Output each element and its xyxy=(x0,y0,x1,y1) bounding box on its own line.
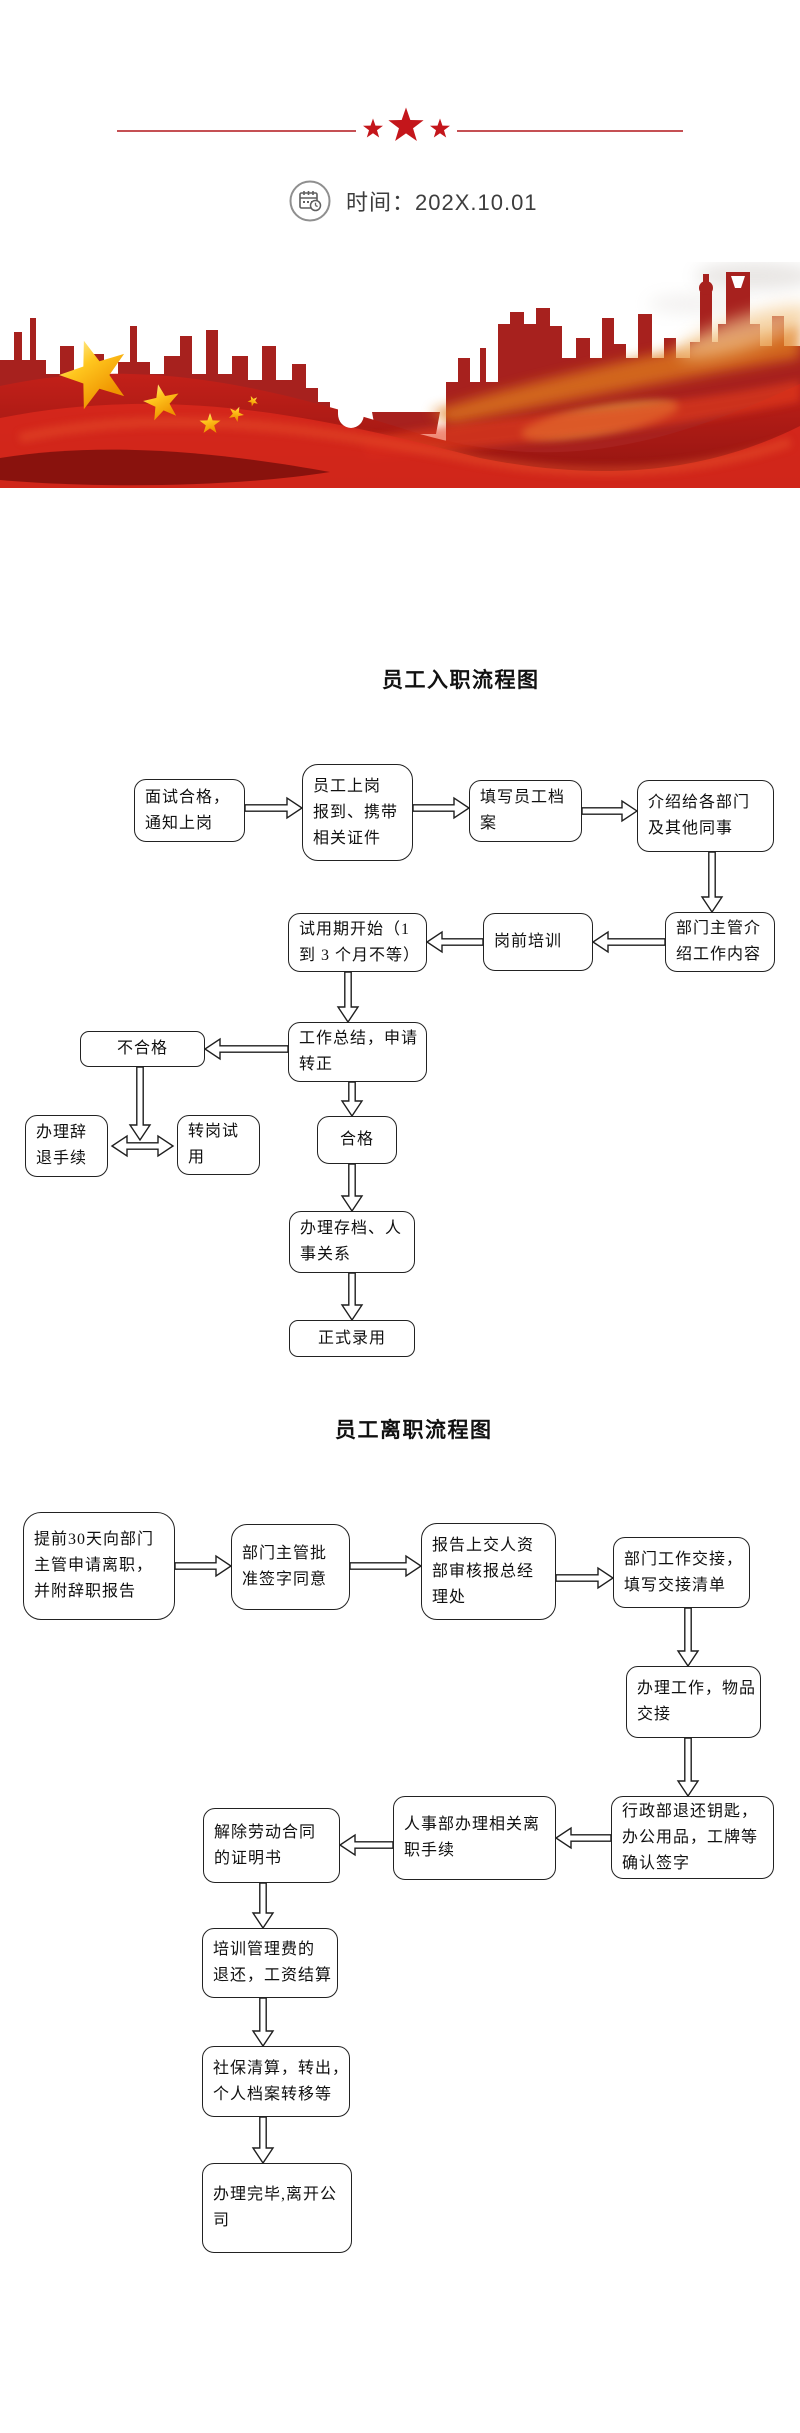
star-icon xyxy=(363,118,383,138)
box-unqualified: 不合格 xyxy=(80,1031,205,1067)
box-work-handover: 部门工作交接， 填写交接清单 xyxy=(613,1537,750,1608)
flow-arrow xyxy=(581,799,639,823)
box-admin-return: 行政部退还钥匙， 办公用品，工牌等 确认签字 xyxy=(611,1796,774,1879)
box-hr-leave-procedure: 人事部办理相关离 职手续 xyxy=(393,1796,556,1880)
date-row: 时间：202X.10.01 xyxy=(288,179,538,223)
header-divider xyxy=(117,107,683,141)
box-apply-30days: 提前30天向部门 主管申请离职， 并附辞职报告 xyxy=(23,1512,175,1620)
flow-arrow xyxy=(425,930,484,954)
box-contract-termination-cert: 解除劳动合同 的证明书 xyxy=(203,1808,340,1883)
box-leave-company: 办理完毕,离开公 司 xyxy=(202,2163,352,2253)
flow-arrow xyxy=(340,1272,364,1322)
flow-arrow xyxy=(174,1554,233,1578)
flow-arrow xyxy=(340,1081,364,1118)
star-icon xyxy=(388,107,424,141)
flow-arrow-double xyxy=(110,1134,175,1158)
flow-arrow xyxy=(700,851,724,914)
flow-arrow xyxy=(251,1997,275,2048)
box-archive-relations: 办理存档、人 事关系 xyxy=(289,1211,415,1273)
box-formal-hire: 正式录用 xyxy=(289,1320,415,1357)
skyline-banner xyxy=(0,262,800,488)
box-fill-archive: 填写员工档 案 xyxy=(469,780,582,842)
flow-arrow xyxy=(203,1037,289,1061)
flow-arrow xyxy=(676,1607,700,1668)
flow-arrow xyxy=(412,796,471,820)
date-label: 时间：202X.10.01 xyxy=(346,190,538,215)
box-item-handover: 办理工作，物品 交接 xyxy=(626,1666,761,1738)
flow-arrow xyxy=(336,971,360,1024)
flow-arrow xyxy=(128,1066,152,1142)
box-introduce-departments: 介绍给各部门 及其他同事 xyxy=(637,780,774,852)
star-icon xyxy=(430,118,450,138)
flow-arrow xyxy=(554,1826,612,1850)
box-transfer-trial: 转岗试 用 xyxy=(177,1115,260,1175)
box-resign-procedure: 办理辞 退手续 xyxy=(25,1115,108,1177)
flow-arrow xyxy=(338,1833,394,1857)
box-supervisor-approve: 部门主管批 准签字同意 xyxy=(231,1524,350,1610)
flow-arrow xyxy=(591,930,666,954)
box-probation-start: 试用期开始（1 到 3 个月不等） xyxy=(288,913,427,972)
onboarding-title: 员工入职流程图 xyxy=(382,668,540,692)
box-qualified: 合格 xyxy=(317,1116,397,1164)
box-supervisor-introduce: 部门主管介 绍工作内容 xyxy=(665,912,775,972)
flow-arrow xyxy=(555,1566,615,1590)
box-work-summary: 工作总结，申请 转正 xyxy=(288,1022,427,1082)
flow-arrow xyxy=(251,2116,275,2165)
box-interview-pass: 面试合格， 通知上岗 xyxy=(134,779,245,842)
flow-arrow xyxy=(340,1163,364,1213)
box-report-onboard: 员工上岗 报到、携带 相关证件 xyxy=(302,764,413,861)
calendar-icon xyxy=(289,180,331,222)
box-report-hr: 报告上交人资 部审核报总经 理处 xyxy=(421,1523,556,1620)
flow-arrow xyxy=(349,1554,423,1578)
box-training-fee-salary: 培训管理费的 退还，工资结算 xyxy=(202,1928,338,1998)
resignation-title: 员工离职流程图 xyxy=(335,1418,493,1442)
flow-arrow xyxy=(251,1882,275,1930)
box-pre-job-training: 岗前培训 xyxy=(483,913,593,971)
flow-arrow xyxy=(676,1737,700,1798)
flow-arrow xyxy=(244,796,304,820)
box-social-security: 社保清算，转出， 个人档案转移等 xyxy=(202,2046,350,2117)
